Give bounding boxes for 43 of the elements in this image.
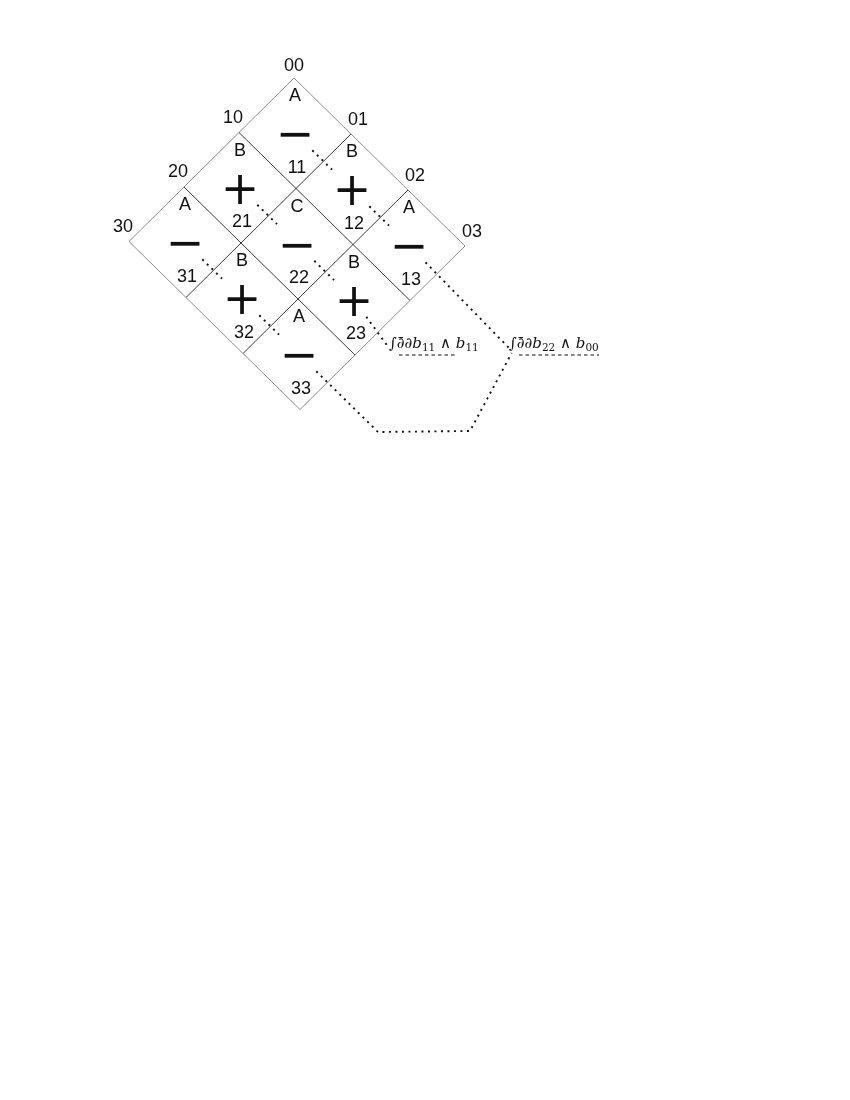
dotted-connector xyxy=(201,258,223,280)
cell-letter: A xyxy=(293,307,305,326)
sign-symbol: − xyxy=(165,225,205,260)
sign-symbol: − xyxy=(279,337,319,372)
sign-symbol: − xyxy=(389,228,429,263)
sign-symbol: + xyxy=(220,170,260,205)
cell-letter: C xyxy=(290,196,304,215)
formula: ∫∂̄∂b$_{11}$ ∧ b$_{11}$ xyxy=(389,333,479,353)
vertex-label: 23 xyxy=(346,324,366,342)
vertex-label: 10 xyxy=(223,107,243,126)
dotted-connector xyxy=(256,203,278,226)
dotted-connector xyxy=(258,314,280,336)
vertex-label: 12 xyxy=(344,213,364,232)
sign-symbol: + xyxy=(334,282,374,317)
vertex-label: 02 xyxy=(405,166,425,184)
sign-symbol: − xyxy=(277,226,317,261)
formula: ∫∂̄∂b$_{22}$ ∧ b$_{00}$ xyxy=(509,333,599,353)
vertex-label: 03 xyxy=(462,222,482,240)
vertex-label: 30 xyxy=(113,216,133,235)
sign-symbol: + xyxy=(332,172,372,207)
cell-letter: B xyxy=(236,251,248,270)
vertex-label: 21 xyxy=(232,212,252,230)
vertex-label: 31 xyxy=(177,266,197,285)
cell-letter: A xyxy=(289,86,301,105)
vertex-label: 01 xyxy=(348,110,368,128)
dotted-connector xyxy=(313,259,335,282)
vertex-label: 33 xyxy=(291,378,311,397)
vertex-label: 32 xyxy=(234,322,254,341)
dotted-connector xyxy=(368,205,390,227)
vertex-label: 22 xyxy=(289,268,309,286)
cell-letter: A xyxy=(403,198,415,217)
cell-letter: A xyxy=(179,195,191,214)
cell-letter: B xyxy=(346,142,358,161)
vertex-label: 00 xyxy=(284,56,304,74)
cell-letter: B xyxy=(234,140,246,159)
sign-symbol: + xyxy=(222,281,262,316)
cell-letter: B xyxy=(348,252,360,271)
sign-symbol: − xyxy=(275,116,315,151)
dotted-connector xyxy=(424,261,510,349)
dotted-connector xyxy=(311,149,333,171)
vertex-label: 20 xyxy=(168,162,188,180)
vertex-label: 13 xyxy=(401,269,421,288)
vertex-label: 11 xyxy=(287,157,307,176)
